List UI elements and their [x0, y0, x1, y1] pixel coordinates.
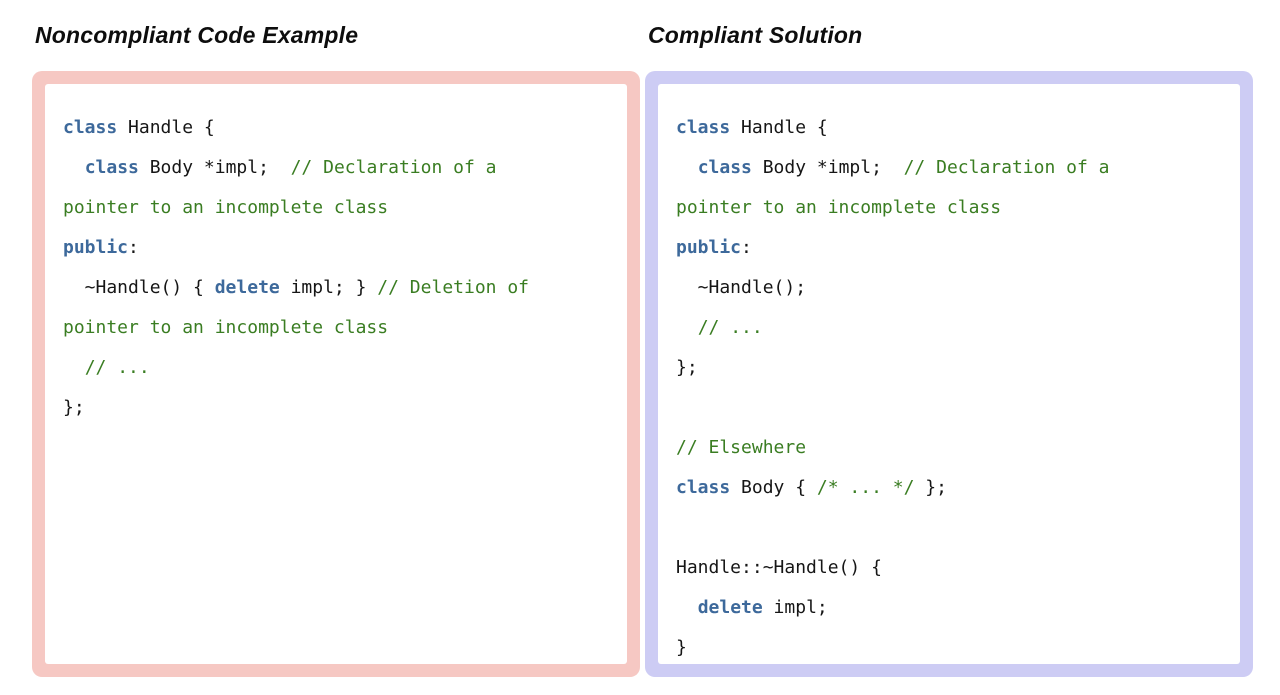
code-line: public:	[676, 228, 1222, 268]
code-line	[676, 508, 1222, 548]
code-comment: // Declaration of a	[903, 157, 1110, 178]
code-line: class Body { /* ... */ };	[676, 468, 1222, 508]
code-keyword: public	[676, 237, 742, 258]
code-keyword: public	[63, 237, 129, 258]
code-keyword: class	[697, 157, 752, 178]
code-text: };	[63, 397, 85, 418]
code-text: ~Handle() {	[63, 277, 215, 298]
noncompliant-title: Noncompliant Code Example	[35, 22, 359, 48]
code-text: Body *impl;	[138, 157, 291, 178]
code-text	[676, 317, 698, 338]
code-comment: /* ... */	[816, 477, 915, 498]
code-line: // ...	[676, 308, 1222, 348]
code-text: Body *impl;	[751, 157, 904, 178]
code-text: :	[741, 237, 752, 258]
code-keyword: class	[84, 157, 139, 178]
code-line: delete impl;	[676, 588, 1222, 628]
code-text: };	[914, 477, 947, 498]
code-text: :	[128, 237, 139, 258]
code-text	[676, 157, 698, 178]
code-keyword: delete	[697, 597, 763, 618]
code-line: class Handle {	[63, 108, 609, 148]
code-comment: pointer to an incomplete class	[63, 317, 389, 338]
compliant-code-panel: class Handle { class Body *impl; // Decl…	[645, 71, 1253, 677]
code-text: ~Handle();	[676, 277, 807, 298]
code-line: public:	[63, 228, 609, 268]
code-comparison: Noncompliant Code Example class Handle {…	[32, 0, 1253, 677]
code-line: // Elsewhere	[676, 428, 1222, 468]
code-line: class Body *impl; // Declaration of a	[676, 148, 1222, 188]
code-comment: // ...	[84, 357, 150, 378]
code-line	[676, 388, 1222, 428]
noncompliant-code-block: class Handle { class Body *impl; // Decl…	[45, 84, 627, 664]
code-text: Handle::~Handle() {	[676, 557, 882, 578]
code-line: Handle::~Handle() {	[676, 548, 1222, 588]
code-text: impl; }	[279, 277, 378, 298]
code-line: };	[676, 348, 1222, 388]
compliant-title: Compliant Solution	[648, 22, 863, 48]
code-text: };	[676, 357, 698, 378]
code-line: };	[63, 388, 609, 428]
noncompliant-code-panel: class Handle { class Body *impl; // Decl…	[32, 71, 640, 677]
code-line: ~Handle();	[676, 268, 1222, 308]
code-line: }	[676, 628, 1222, 664]
code-line: ~Handle() { delete impl; } // Deletion o…	[63, 268, 609, 308]
code-text: impl;	[762, 597, 828, 618]
compliant-code-block: class Handle { class Body *impl; // Decl…	[658, 84, 1240, 664]
code-comment: // Declaration of a	[290, 157, 497, 178]
code-text: Handle {	[730, 117, 828, 138]
code-comment: // Elsewhere	[676, 437, 807, 458]
code-comment: // Deletion of	[377, 277, 530, 298]
code-text: Body {	[730, 477, 817, 498]
code-keyword: delete	[214, 277, 280, 298]
code-keyword: class	[63, 117, 118, 138]
code-keyword: class	[676, 477, 731, 498]
code-line: // ...	[63, 348, 609, 388]
code-keyword: class	[676, 117, 731, 138]
noncompliant-column: Noncompliant Code Example class Handle {…	[32, 0, 640, 677]
code-line: class Body *impl; // Declaration of a	[63, 148, 609, 188]
code-text	[63, 157, 85, 178]
code-comment: pointer to an incomplete class	[676, 197, 1002, 218]
code-text: }	[676, 637, 687, 658]
compliant-column: Compliant Solution class Handle { class …	[645, 0, 1253, 677]
code-line: pointer to an incomplete class	[63, 188, 609, 228]
code-line: pointer to an incomplete class	[63, 308, 609, 348]
code-text	[63, 357, 85, 378]
code-line: pointer to an incomplete class	[676, 188, 1222, 228]
code-comment: pointer to an incomplete class	[63, 197, 389, 218]
code-text: Handle {	[117, 117, 215, 138]
code-text	[676, 597, 698, 618]
code-line: class Handle {	[676, 108, 1222, 148]
code-comment: // ...	[697, 317, 763, 338]
